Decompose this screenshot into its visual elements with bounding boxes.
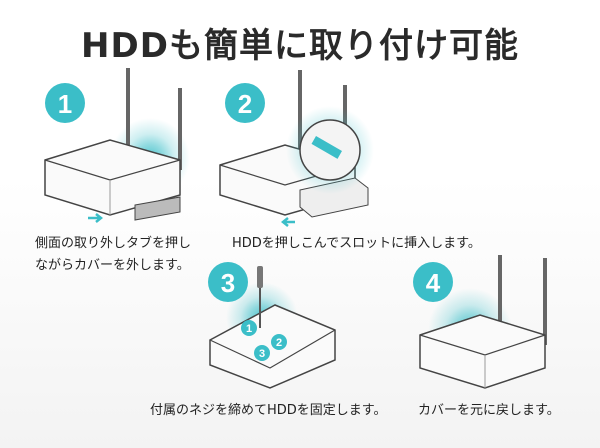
step-2-illustration: 2 — [219, 70, 374, 227]
step-1-illustration: 1 — [44, 68, 190, 223]
step-2-caption: HDDを押しこんでスロットに挿入します。 — [232, 236, 481, 251]
step-number-2: 2 — [225, 83, 265, 123]
screw-label-1: 1 — [241, 320, 257, 336]
arrow-right-icon — [88, 213, 104, 223]
step-4-caption: カバーを元に戻します。 — [418, 403, 560, 418]
svg-text:2: 2 — [238, 89, 252, 119]
step-number-3: 3 — [208, 262, 248, 302]
step-number-1: 1 — [45, 83, 85, 123]
page-title: HDDも簡単に取り付け可能 — [81, 26, 519, 66]
side-cover — [134, 196, 181, 221]
svg-text:3: 3 — [221, 268, 235, 298]
caption-line: ながらカバーを外します。 — [35, 258, 190, 273]
svg-text:4: 4 — [426, 268, 441, 298]
svg-text:2: 2 — [276, 337, 282, 349]
caption-line: 側面の取り外しタブを押し — [35, 236, 192, 251]
arrow-left-icon — [280, 217, 295, 227]
router-body — [44, 139, 181, 216]
step-3-illustration: 1 2 3 3 — [208, 262, 336, 389]
router-body — [419, 314, 546, 389]
svg-text:3: 3 — [259, 348, 265, 360]
screw-label-3: 3 — [254, 345, 270, 361]
svg-text:1: 1 — [246, 323, 252, 335]
svg-text:1: 1 — [58, 89, 72, 119]
step-1-caption: 側面の取り外しタブを押し ながらカバーを外します。 — [35, 233, 191, 277]
step-3-caption: 付属のネジを締めてHDDを固定します。 — [150, 403, 387, 418]
step-number-4: 4 — [413, 262, 453, 302]
step-4-illustration: 4 — [413, 255, 547, 389]
screw-label-2: 2 — [271, 334, 287, 350]
